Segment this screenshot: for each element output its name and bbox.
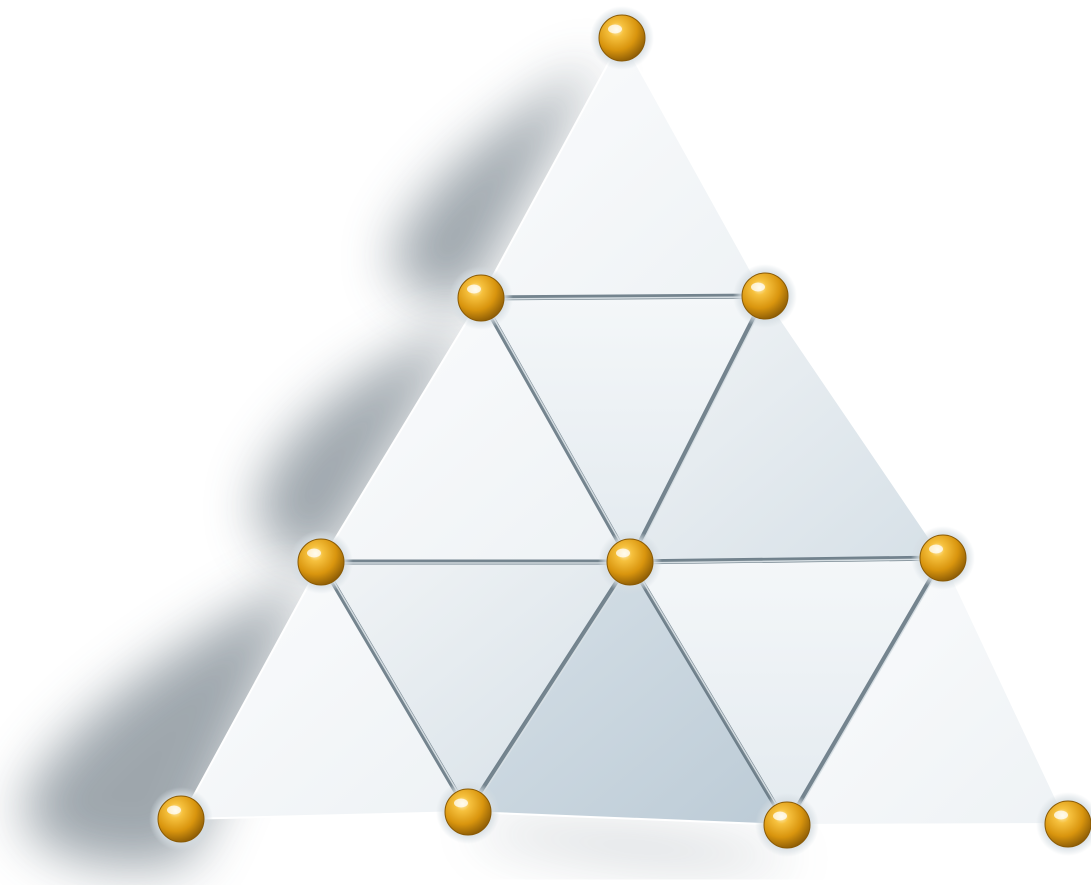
- sphere-glint: [773, 812, 787, 821]
- sphere-body: [1045, 801, 1091, 847]
- gold-sphere-icon: [598, 530, 662, 594]
- gold-sphere-icon: [289, 530, 353, 594]
- sphere-glint: [467, 285, 481, 294]
- gold-sphere-icon: [449, 266, 513, 330]
- sphere-body: [158, 796, 204, 842]
- sphere-body: [607, 539, 653, 585]
- sphere-body: [599, 15, 645, 61]
- gold-sphere-icon: [733, 264, 797, 328]
- sphere-body: [764, 802, 810, 848]
- sphere-body: [445, 789, 491, 835]
- sphere-glint: [167, 806, 181, 815]
- sphere-glint: [751, 283, 765, 292]
- panel-shadow: [480, 825, 800, 864]
- gold-sphere-icon: [436, 780, 500, 844]
- sphere-glint: [307, 549, 321, 558]
- sphere-glint: [608, 25, 622, 34]
- sphere-glint: [1054, 811, 1068, 820]
- gold-sphere-icon: [149, 787, 213, 851]
- sphere-glint: [616, 549, 630, 558]
- sphere-body: [742, 273, 788, 319]
- sphere-body: [920, 535, 966, 581]
- sphere-glint: [454, 799, 468, 808]
- sphere-glint: [929, 545, 943, 554]
- gold-sphere-icon: [590, 6, 654, 70]
- sphere-body: [298, 539, 344, 585]
- sphere-body: [458, 275, 504, 321]
- gold-sphere-icon: [755, 793, 819, 857]
- gold-sphere-icon: [911, 526, 975, 590]
